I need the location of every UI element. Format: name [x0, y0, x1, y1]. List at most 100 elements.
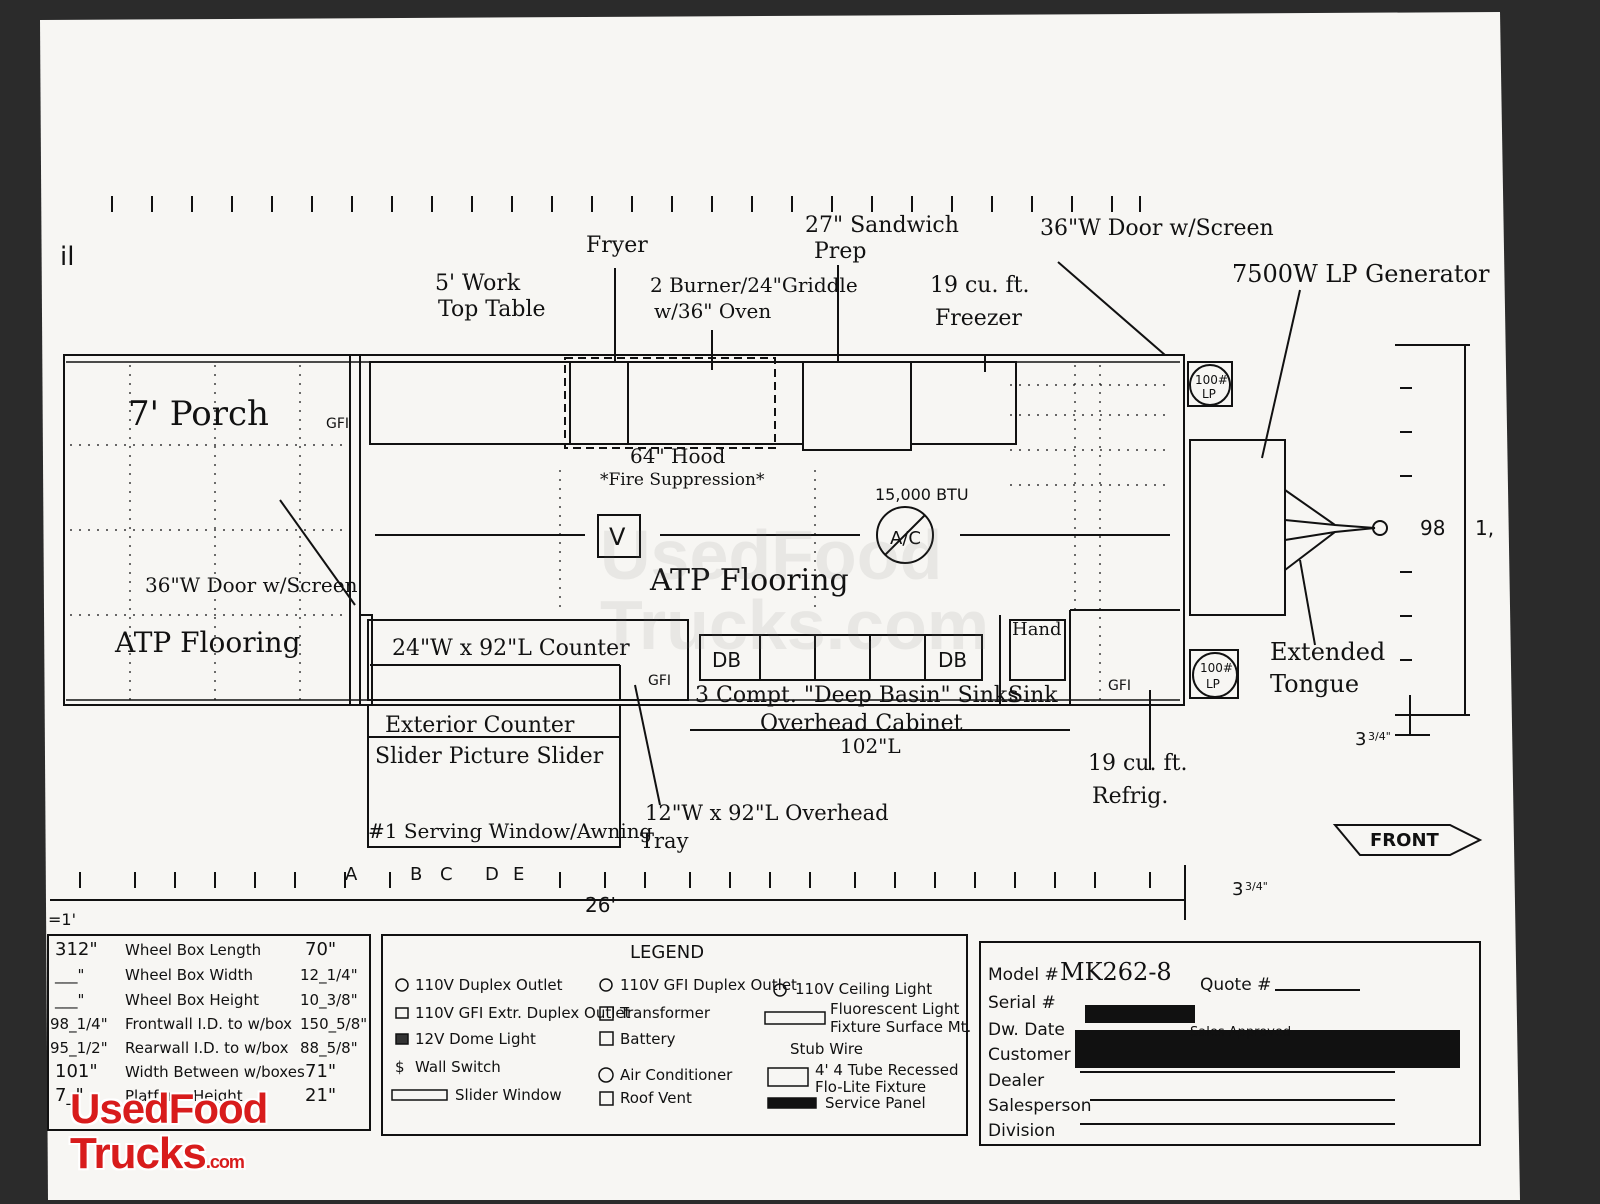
recessed-fixture-icon [767, 1067, 809, 1087]
legend-item: 110V Duplex Outlet [415, 976, 563, 994]
db-right: DB [938, 648, 967, 672]
legend-item: 12V Dome Light [415, 1030, 536, 1048]
front-arrow [1332, 824, 1483, 856]
section-d: D [485, 864, 499, 885]
sandwich-label-1: 27" Sandwich [805, 213, 959, 238]
refrig-label-2: Refrig. [1092, 784, 1168, 809]
griddle-label-1: 2 Burner/24"Griddle [650, 273, 858, 297]
freezer-label-1: 19 cu. ft. [930, 273, 1029, 298]
spec-left: 7_" [55, 1085, 84, 1106]
spec-label: Wheel Box Width [125, 966, 253, 984]
gfi-right-label: GFI [1108, 678, 1131, 694]
legend-item: Fluorescent Light [830, 1000, 960, 1018]
spec-label: Frontwall I.D. to w/box [125, 1015, 292, 1033]
left-mark: il [60, 242, 74, 272]
serving-window-label: #1 Serving Window/Awning [368, 819, 653, 843]
tongue-label-2: Tongue [1270, 670, 1359, 698]
counter [367, 619, 689, 701]
slider-window-icon [391, 1089, 448, 1101]
counter-label: 24"W x 92"L Counter [392, 636, 630, 661]
air-conditioner-icon [598, 1067, 614, 1083]
offset-dim: 3 [1355, 729, 1366, 750]
transformer-icon [599, 1006, 614, 1021]
lp-bottom-2: LP [1206, 677, 1220, 691]
width-dim-frac: 1, [1475, 516, 1494, 540]
legend-item: 110V GFI Duplex Outlet [620, 976, 797, 994]
interior-grid [559, 365, 1170, 700]
spec-left: 312" [55, 939, 98, 960]
spec-right: 12_1/4" [300, 966, 358, 985]
spec-left: ___" [54, 991, 84, 1010]
spec-label: Width Between w/boxes [125, 1063, 305, 1081]
length-label: 26' [585, 893, 616, 917]
specs-box [47, 934, 371, 1131]
offset-frac-2: 3/4" [1245, 880, 1268, 893]
air-conditioner [876, 506, 934, 564]
generator-label: 7500W LP Generator [1232, 260, 1490, 288]
spec-right: 150_5/8" [300, 1015, 367, 1034]
spec-right: 88_5/8" [300, 1039, 358, 1058]
legend-item: 4' 4 Tube Recessed [815, 1061, 959, 1079]
freezer-label-2: Freezer [935, 306, 1022, 331]
lp-top-1: 100# [1195, 373, 1228, 387]
legend-item: Service Panel [825, 1094, 926, 1112]
specs-table: 312" Wheel Box Length 70" ___" Wheel Box… [50, 939, 367, 1106]
serial-label: Serial # [988, 993, 1056, 1013]
legend-title: LEGEND [630, 942, 704, 963]
bottom-ruler [79, 865, 1186, 920]
hood-outline [564, 357, 776, 449]
spec-label: Wheel Box Length [125, 941, 261, 959]
section-c: C [440, 864, 453, 885]
spec-right: 70" [305, 939, 336, 960]
legend-item: 110V GFI Extr. Duplex Outlet [415, 1004, 631, 1022]
legend-item: Fixture Surface Mt. [830, 1018, 971, 1036]
work-table-label-1: 5' Work [435, 271, 521, 296]
sandwich-label-2: Prep [814, 239, 866, 264]
top-ruler [111, 196, 1141, 212]
spec-left: 95_1/2" [50, 1039, 108, 1058]
exterior-counter-label: Exterior Counter [385, 713, 575, 738]
section-e: E [513, 864, 524, 885]
ac-btu-label: 15,000 BTU [875, 485, 969, 504]
legend-item: Flo-Lite Fixture [815, 1078, 926, 1096]
tray-label-1: 12"W x 92"L Overhead [645, 801, 889, 825]
usedfoodtrucks-logo: UsedFood Trucks.com [70, 1085, 310, 1185]
width-dim: 98 [1420, 516, 1445, 540]
fryer-label: Fryer [586, 233, 648, 258]
hood-label: 64" Hood [630, 444, 726, 468]
vent-label: V [609, 523, 626, 551]
lp-top-2: LP [1202, 387, 1216, 401]
gfi-left-label: GFI [648, 673, 671, 689]
division-label: Division [988, 1121, 1055, 1141]
battery-icon [599, 1031, 614, 1046]
legend-box [381, 934, 968, 1136]
work-table-label-2: Top Table [438, 297, 546, 322]
model-value: MK262-8 [1060, 958, 1172, 986]
salesperson-label: Salesperson [988, 1096, 1092, 1116]
wall-switch-icon: $ [395, 1058, 405, 1076]
roof-vent [597, 514, 641, 558]
legend-item: Roof Vent [620, 1089, 692, 1107]
fluorescent-light-icon [764, 1011, 826, 1025]
spec-right: 10_3/8" [300, 991, 358, 1010]
logo-line-2-text: Trucks [70, 1129, 207, 1178]
logo-line-2: Trucks.com [70, 1129, 245, 1179]
spec-right: 21" [305, 1085, 336, 1106]
spec-left: 98_1/4" [50, 1015, 108, 1034]
deep-basin-sinks [699, 634, 983, 681]
redaction-serial [1085, 1005, 1195, 1023]
tray-label-2: Tray [640, 829, 689, 853]
porch-title: 7' Porch [128, 394, 269, 434]
ceiling-light-icon [773, 983, 787, 997]
db-left: DB [712, 648, 741, 672]
spec-label: Platform Height [125, 1087, 243, 1105]
hand-label: Hand [1012, 619, 1062, 640]
freezer [910, 361, 1017, 445]
ac-symbol: A/C [890, 528, 921, 549]
paper [40, 12, 1520, 1200]
lp-bottom-1: 100# [1200, 661, 1233, 675]
dome-light-icon [395, 1033, 409, 1045]
legend-item: 110V Ceiling Light [795, 980, 932, 998]
spec-right: 71" [305, 1061, 336, 1082]
